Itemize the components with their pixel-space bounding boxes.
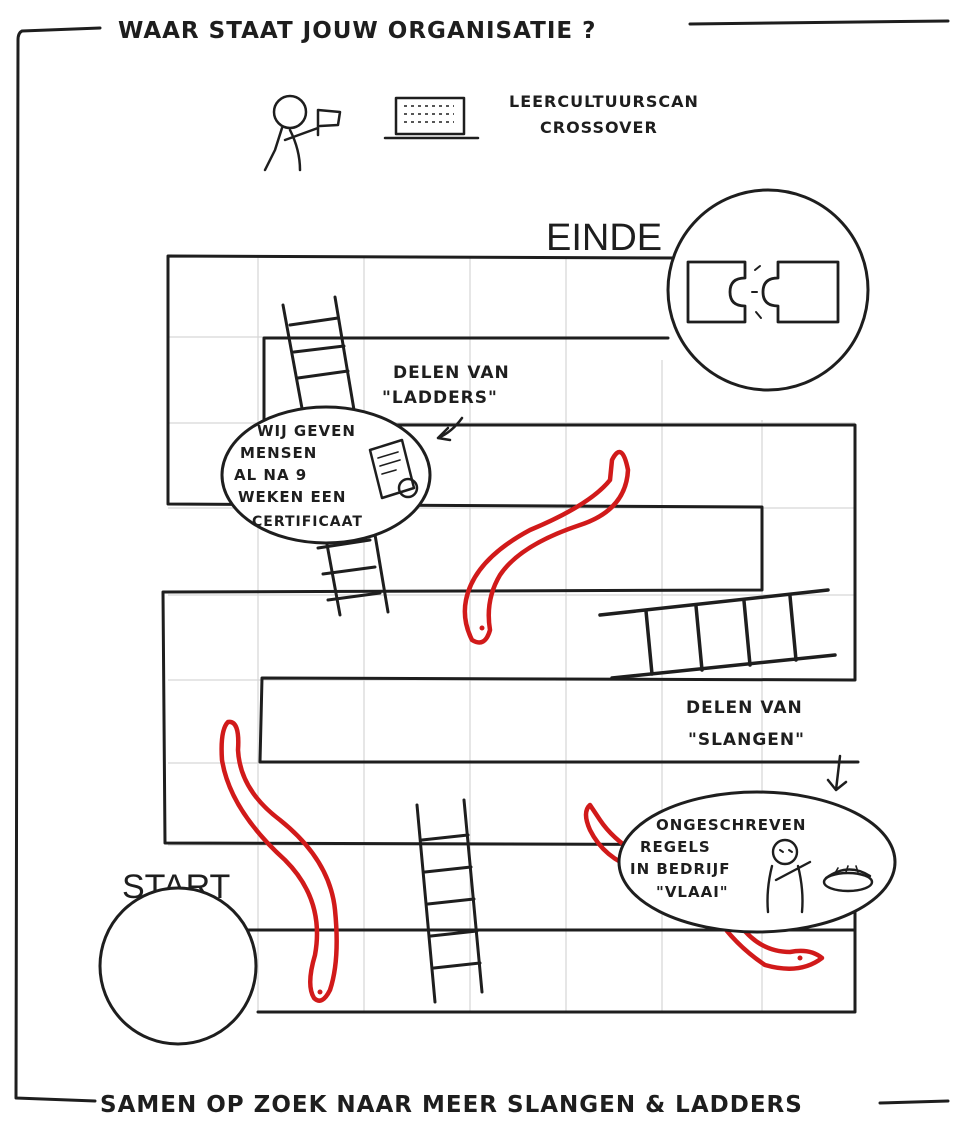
ladder-bubble-line2: MENSEN	[240, 444, 317, 462]
ladders-callout-line2: "LADDERS"	[382, 388, 498, 408]
scan-title-line1: LEERCULTUURSCAN	[509, 92, 699, 111]
snake-bubble-line4: "VLAAI"	[656, 883, 729, 901]
end-label: EINDE	[546, 217, 662, 259]
ladder-bubble-line5: CERTIFICAAT	[252, 514, 363, 530]
laptop-icon	[385, 98, 478, 138]
snake-bubble-line3: IN BEDRIJF	[630, 860, 730, 878]
ladder-right	[600, 590, 835, 678]
frame-footer: SAMEN OP ZOEK NAAR MEER SLANGEN & LADDER…	[100, 1092, 803, 1118]
ladder-bubble-line1: WIJ GEVEN	[257, 422, 356, 440]
start-circle	[100, 888, 256, 1044]
snake-bubble-line1: ONGESCHREVEN	[656, 816, 806, 834]
ladders-callout-line1: DELEN VAN	[393, 363, 510, 383]
scan-title-line2: CROSSOVER	[540, 118, 658, 137]
ladder-bottom	[417, 800, 482, 1002]
person-with-flag-icon	[265, 96, 340, 170]
frame-title: WAAR STAAT JOUW ORGANISATIE ?	[118, 18, 596, 44]
ladder-bubble-line3: AL NA 9	[234, 466, 307, 484]
snakes-callout-line1: DELEN VAN	[686, 698, 803, 718]
snake-bubble-line2: REGELS	[640, 838, 711, 856]
ladder-bubble-line4: WEKEN EEN	[238, 488, 347, 506]
ladders-callout-arrow	[438, 418, 462, 440]
snakes-callout-line2: "SLANGEN"	[688, 730, 805, 750]
